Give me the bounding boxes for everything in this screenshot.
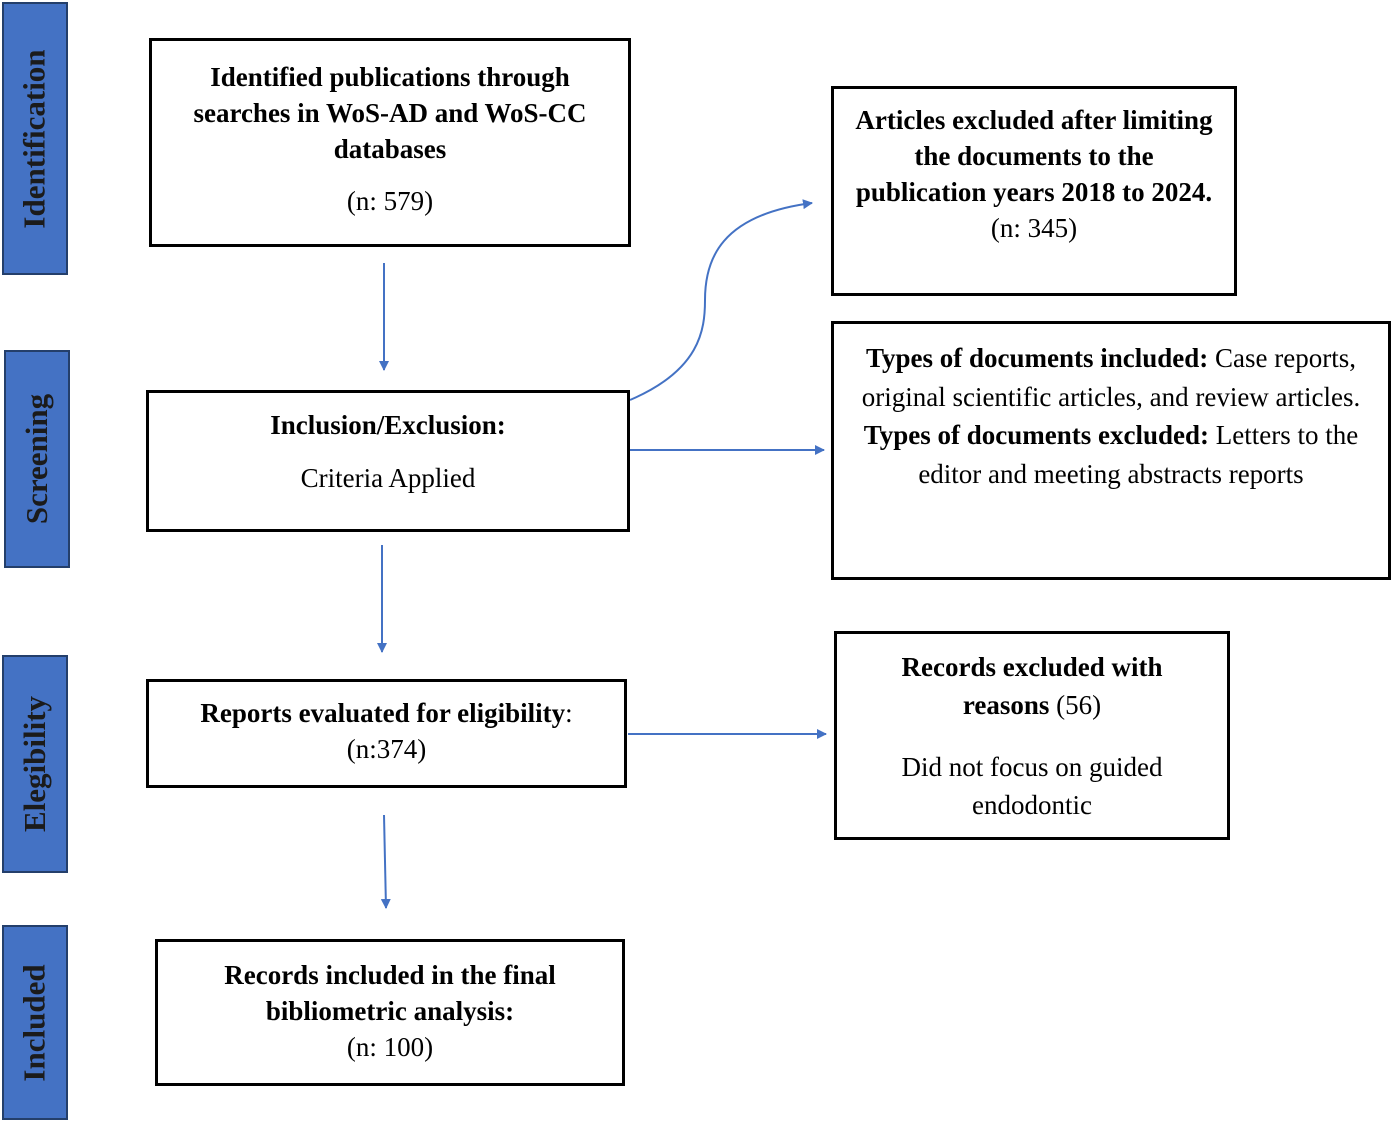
final-count: (n: 100) xyxy=(346,1032,434,1062)
eligibility-title: Reports evaluated for eligibility xyxy=(200,698,566,728)
final-title: Records included in the final bibliometr… xyxy=(224,960,556,1026)
box-identified-publications: Identified publications through searches… xyxy=(149,38,631,247)
types-included: Types of documents included: Case report… xyxy=(856,339,1366,416)
box-eligibility: Reports evaluated for eligibility: (n:37… xyxy=(146,679,627,788)
box-excluded-years: Articles excluded after limiting the doc… xyxy=(831,86,1237,296)
excluded-years-title: Articles excluded after limiting the doc… xyxy=(855,105,1213,207)
types-included-text: Case reports, original scientific articl… xyxy=(861,343,1361,412)
box-inclusion-exclusion: Inclusion/Exclusion: Criteria Applied xyxy=(146,390,630,532)
records-excluded-reason: Did not focus on guided endodontic xyxy=(901,752,1163,820)
stage-identification: Identification xyxy=(2,2,68,275)
types-excluded-text: Letters to the editor and meeting abstra… xyxy=(918,420,1359,489)
types-excluded: Types of documents excluded: Letters to … xyxy=(856,416,1366,493)
stage-elegibility: Elegibility xyxy=(2,655,68,873)
eligibility-title-line: Reports evaluated for eligibility: xyxy=(159,695,614,731)
identified-title: Identified publications through searches… xyxy=(193,62,587,164)
box-records-excluded: Records excluded with reasons (56) Did n… xyxy=(834,631,1230,840)
types-excluded-label: Types of documents excluded: xyxy=(863,420,1210,450)
arrow-inclusion-to-excluded-years xyxy=(629,199,813,401)
box-document-types: Types of documents included: Case report… xyxy=(831,321,1391,580)
inclusion-subtitle: Criteria Applied xyxy=(300,463,476,493)
records-excluded-heading: Records excluded with reasons (56) xyxy=(897,648,1167,724)
identified-count: (n: 579) xyxy=(346,186,434,216)
arrow-eligibility-to-final xyxy=(380,814,391,909)
eligibility-count: (n:374) xyxy=(346,734,427,764)
eligibility-colon: : xyxy=(565,698,573,728)
stage-screening: Screening xyxy=(4,350,70,568)
box-final-included: Records included in the final bibliometr… xyxy=(155,939,625,1086)
types-included-label: Types of documents included: xyxy=(865,343,1209,373)
stage-included: Included xyxy=(2,925,68,1120)
excluded-years-count: (n: 345) xyxy=(990,213,1078,243)
records-excluded-title: Records excluded with reasons xyxy=(901,652,1163,720)
inclusion-title: Inclusion/Exclusion: xyxy=(270,410,506,440)
records-excluded-count: (56) xyxy=(1049,690,1102,720)
